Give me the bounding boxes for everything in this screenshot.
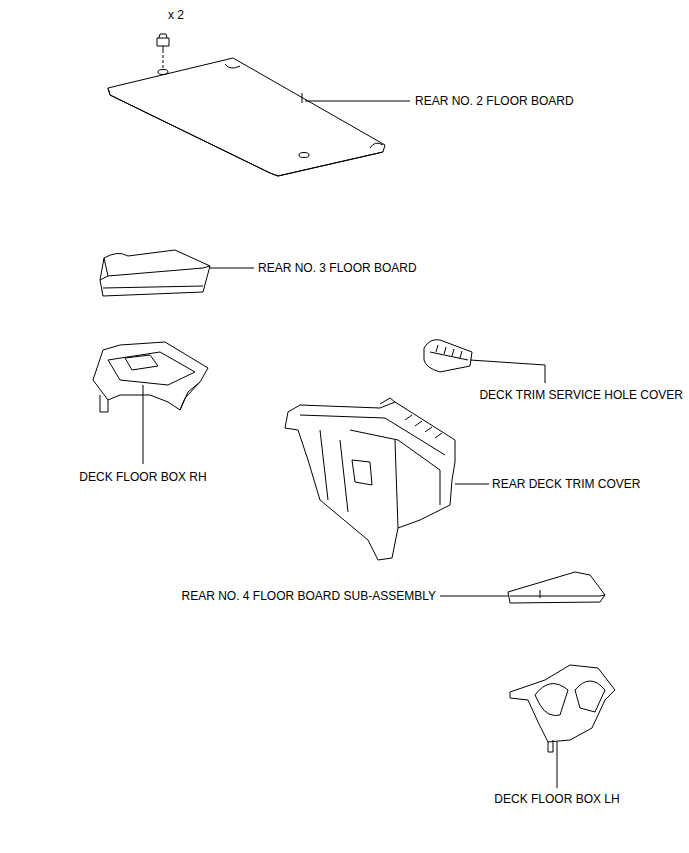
deck-floor-box-lh	[510, 665, 615, 788]
service-hole-cover	[424, 340, 545, 383]
part-label: REAR NO. 4 FLOOR BOARD SUB-ASSEMBLY	[181, 589, 436, 603]
bolt-symbol	[157, 34, 169, 70]
quantity-note: x 2	[168, 8, 184, 22]
rear-deck-trim-cover	[285, 398, 489, 560]
floor-board-4	[440, 572, 605, 603]
part-label: DECK TRIM SERVICE HOLE COVER	[479, 388, 683, 402]
part-label: REAR DECK TRIM COVER	[492, 477, 640, 491]
part-label: DECK FLOOR BOX RH	[79, 470, 206, 484]
part-label: REAR NO. 2 FLOOR BOARD	[415, 94, 574, 108]
part-label: REAR NO. 3 FLOOR BOARD	[258, 261, 417, 275]
floor-board-2	[108, 58, 410, 176]
floor-board-3	[100, 250, 254, 296]
deck-floor-box-rh	[93, 342, 208, 464]
part-label: DECK FLOOR BOX LH	[494, 792, 619, 806]
